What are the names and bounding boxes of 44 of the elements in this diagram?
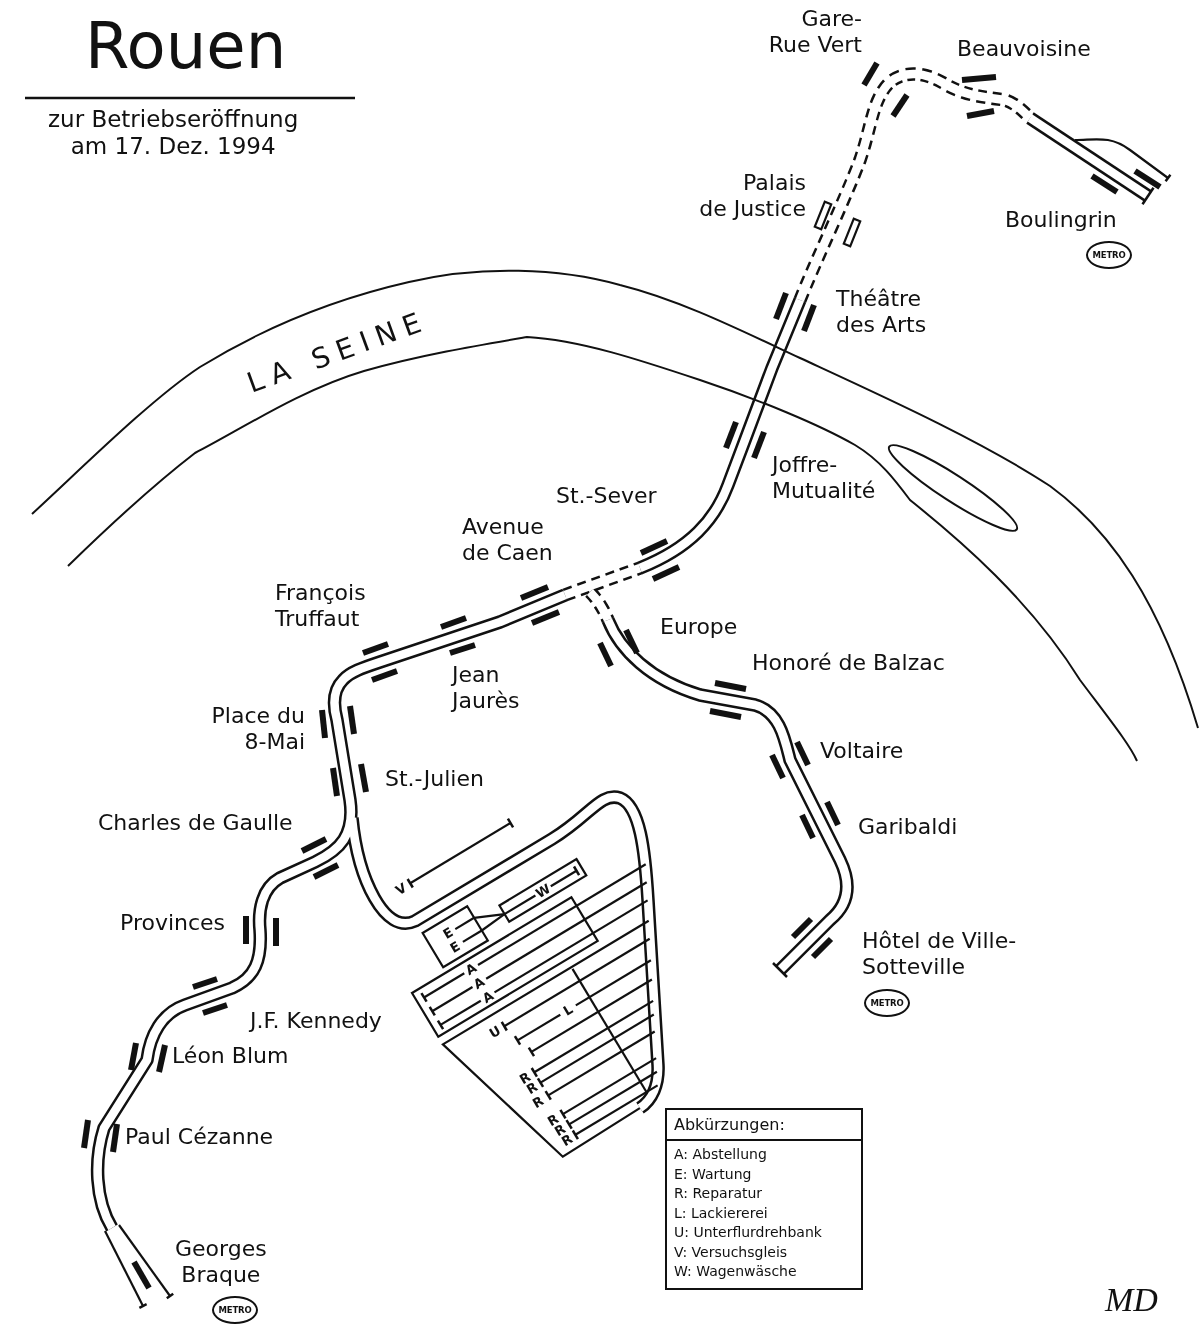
track-letter: V [393,880,409,898]
station-label: Palais de Justice [699,170,806,222]
metro-badge: METRO [864,989,910,1017]
station-label: Boulingrin [1005,207,1117,233]
legend-entry: U: Unterflurdrehbank [674,1223,822,1242]
station-label: Jean Jaurès [452,662,520,714]
track-letter: R [530,1093,546,1110]
station-label: Paul Cézanne [125,1124,274,1150]
station-label: Théâtre des Arts [836,286,927,338]
station-label: Gare- Rue Vert [768,6,862,58]
legend-entry: V: Versuchsgleis [674,1242,788,1262]
legend-entry: W: Wagenwäsche [674,1262,797,1281]
station-label: Joffre- Mutualité [772,452,876,504]
legend-box [665,1108,863,1290]
station-label: Hôtel de Ville- Sotteville [862,928,1017,980]
subtitle: zur Betriebseröffnung am 17. Dez. 1994 [48,106,299,161]
legend-entry: A: Abstellung [674,1145,767,1164]
station-label: François Truffaut [275,580,366,632]
legend-entry: R: Reparatur [674,1184,763,1203]
station-label: Place du 8-Mai [211,703,305,755]
station-label: Europe [660,614,738,640]
map-title: Rouen [85,14,287,78]
metro-badge: METRO [1086,241,1132,269]
track-letter: L [561,1002,575,1018]
station-label: St.-Sever [556,483,657,509]
legend-entry: L: Lackiererei [674,1203,768,1223]
track-letter: A [479,988,496,1005]
station-label: Avenue de Caen [462,514,553,566]
legend-heading: Abkürzungen: [674,1115,785,1134]
station-label: Charles de Gaulle [98,810,293,836]
legend-entry: E: Wartung [674,1164,752,1184]
station-label: St.-Julien [385,766,484,792]
station-label: Beauvoisine [957,36,1091,62]
station-label: Garibaldi [858,814,958,840]
track-letter: U [486,1023,503,1041]
station-label: J.F. Kennedy [250,1008,382,1034]
station-label: Honoré de Balzac [752,650,945,676]
signature: MD [1105,1280,1158,1320]
track-letter: W [533,881,553,901]
station-label: Georges Braque [175,1236,267,1288]
station-label: Voltaire [820,738,904,764]
station-label: Provinces [120,910,226,936]
station-label: Léon Blum [172,1043,289,1069]
metro-badge: METRO [212,1296,258,1324]
